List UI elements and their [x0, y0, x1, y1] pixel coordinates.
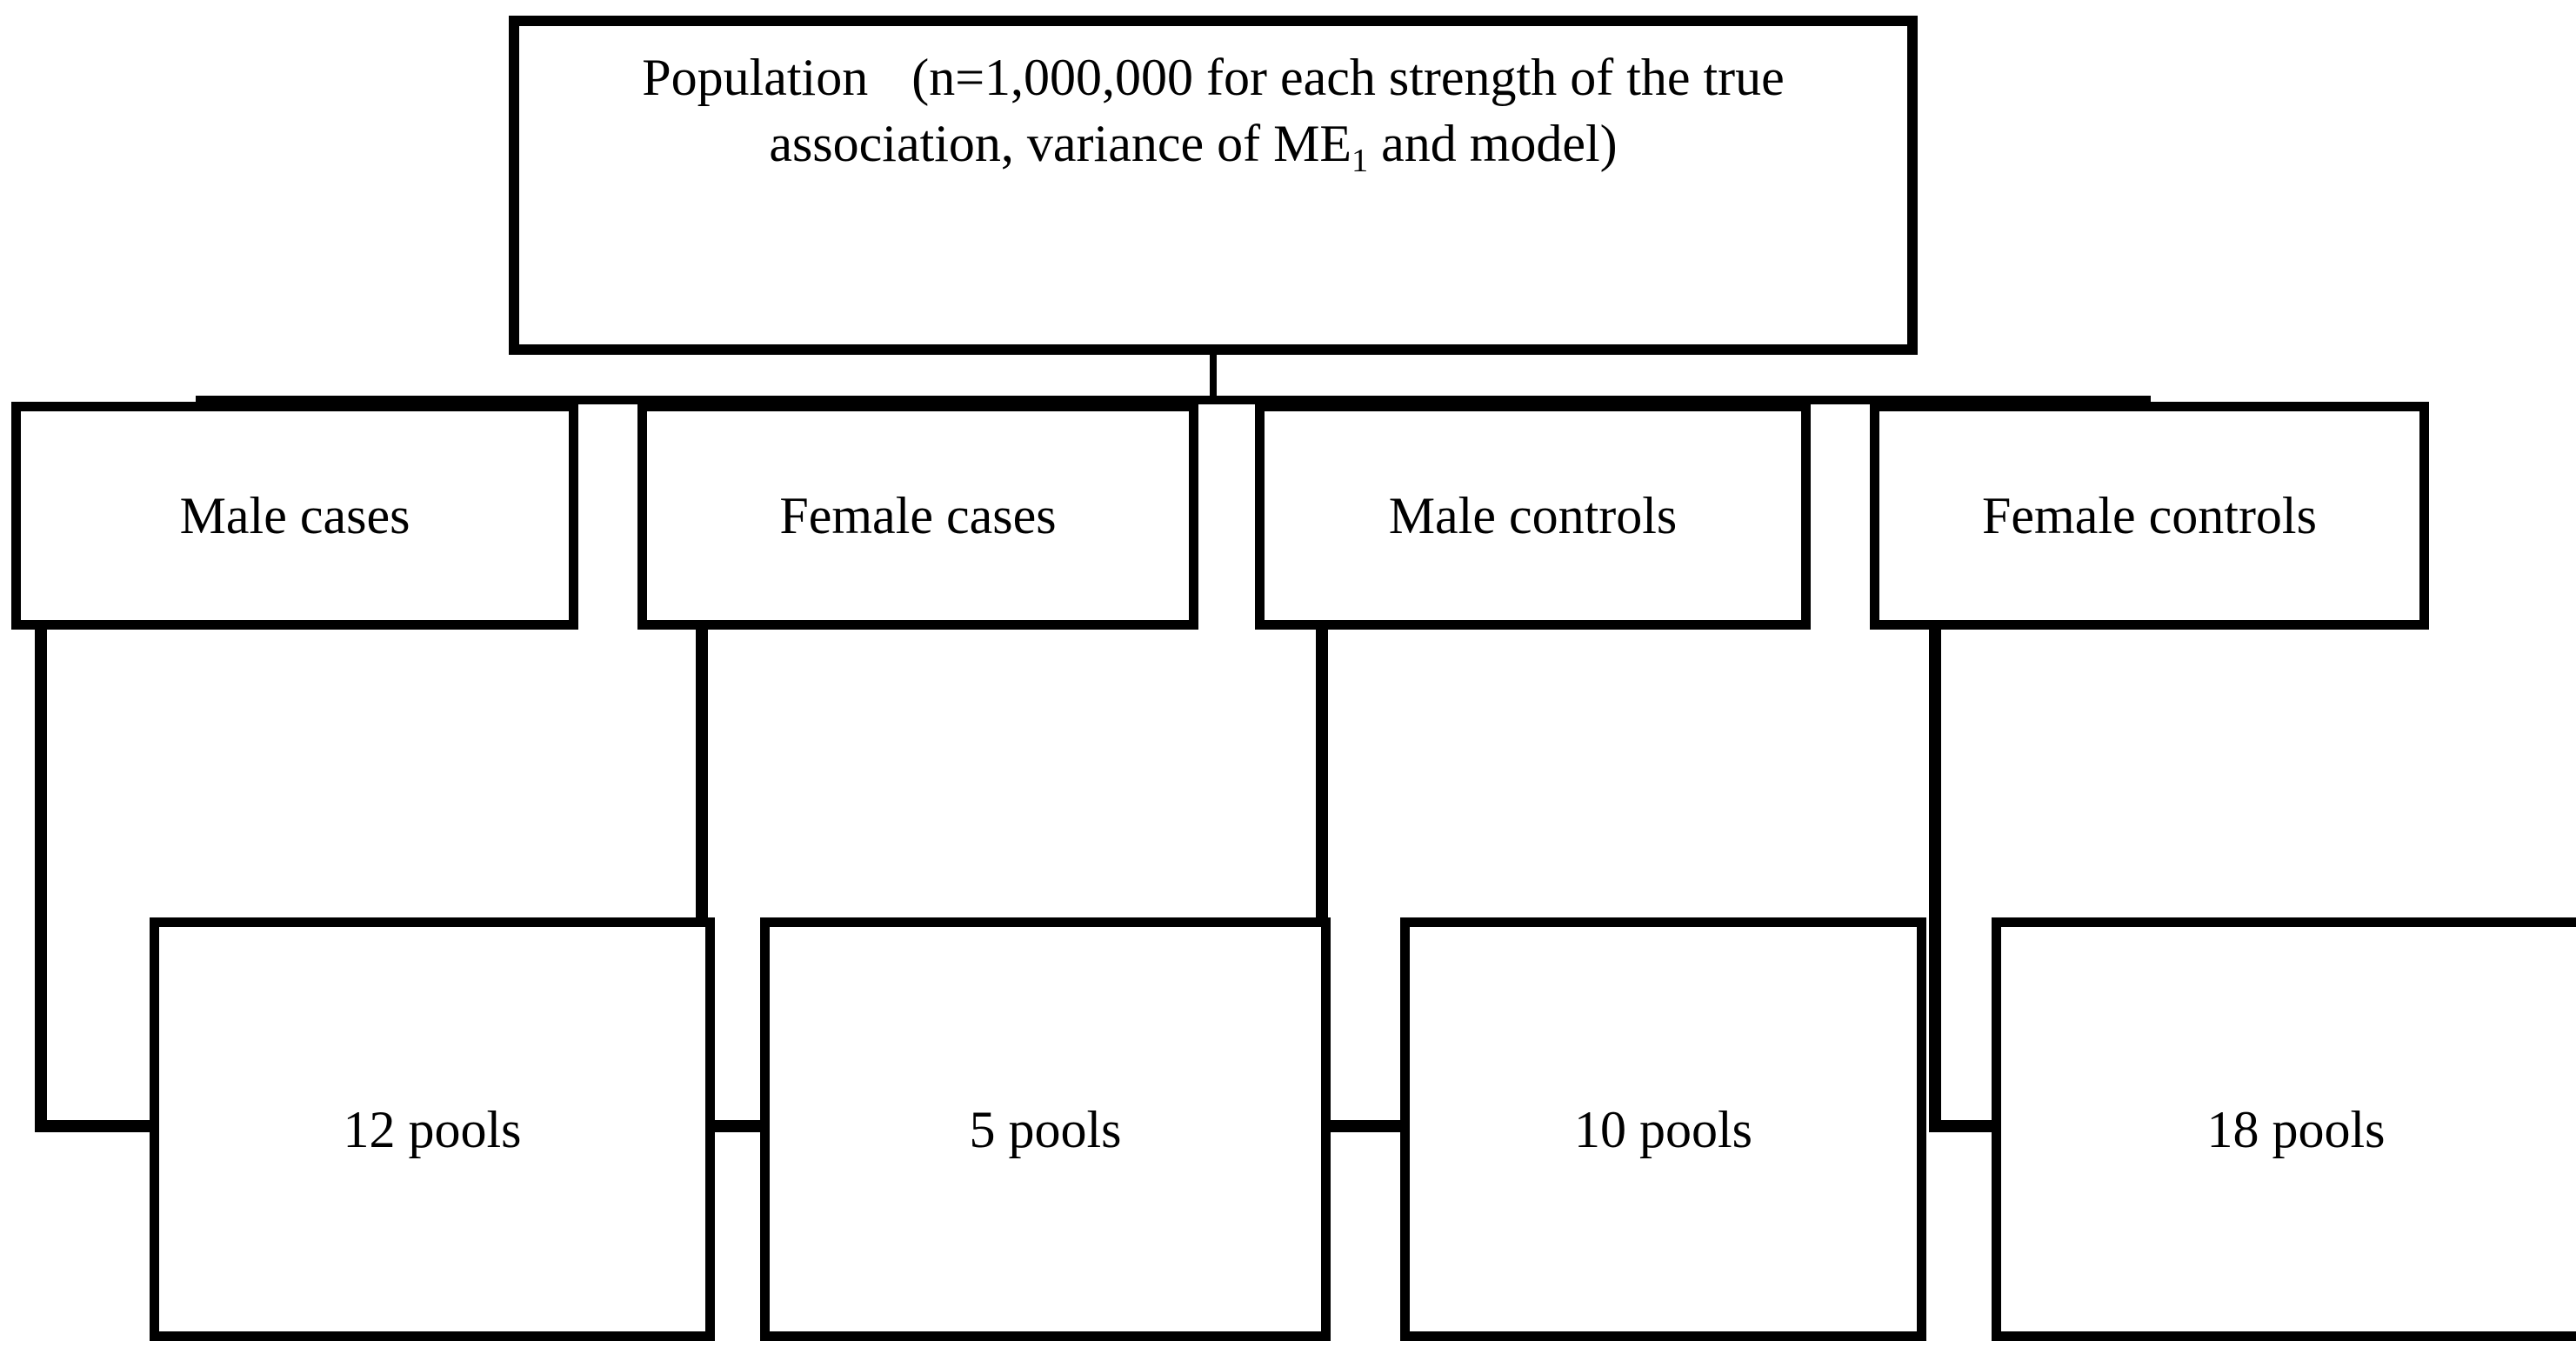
node-pools-female-cases-label: 5 pools: [969, 1100, 1122, 1158]
connector-drop-male-controls: [1532, 396, 1538, 406]
node-population: Population (n=1,000,000 for each strengt…: [509, 16, 1918, 355]
connector-female-controls-to-pools-horizontal: [1929, 1120, 2004, 1132]
node-male-cases-label: Male cases: [179, 487, 410, 544]
connector-drop-female-cases: [915, 396, 922, 406]
node-population-title: Population: [642, 49, 869, 106]
node-population-detail: (n=1,000,000 for each strength of the tr…: [769, 49, 1785, 179]
node-male-controls-label: Male controls: [1388, 487, 1678, 544]
connector-male-controls-to-pools-horizontal: [1316, 1120, 1411, 1132]
connector-population-to-bus: [1210, 355, 1217, 402]
node-male-controls: Male controls: [1255, 402, 1811, 630]
node-pools-female-controls-label: 18 pools: [2206, 1100, 2386, 1158]
node-female-controls: Female controls: [1870, 402, 2429, 630]
node-pools-male-cases: 12 pools: [150, 917, 715, 1341]
connector-drop-male-cases: [196, 396, 203, 406]
connector-female-cases-to-pools-horizontal: [696, 1120, 772, 1132]
node-population-detail-prefix: (n=1,000,000 for each strength of the tr…: [769, 49, 1785, 172]
node-female-cases-label: Female cases: [779, 487, 1057, 544]
node-pools-female-controls: 18 pools: [1992, 917, 2576, 1341]
connector-male-cases-to-pools-vertical: [35, 600, 47, 1132]
node-pools-female-cases: 5 pools: [760, 917, 1331, 1341]
node-female-controls-label: Female controls: [1982, 487, 2317, 544]
connector-male-cases-to-pools-horizontal: [35, 1120, 162, 1132]
node-population-content: Population (n=1,000,000 for each strengt…: [519, 45, 1907, 179]
node-male-cases: Male cases: [11, 402, 578, 630]
node-population-detail-suffix: and model): [1368, 114, 1618, 172]
connector-distribution-bar: [196, 396, 2151, 404]
node-female-cases: Female cases: [637, 402, 1198, 630]
node-pools-male-controls-label: 10 pools: [1573, 1100, 1753, 1158]
node-pools-male-controls: 10 pools: [1400, 917, 1926, 1341]
connector-drop-female-controls: [2144, 396, 2151, 406]
connector-female-controls-to-pools-vertical: [1929, 600, 1941, 1132]
node-population-detail-subscript: 1: [1351, 142, 1369, 179]
node-pools-male-cases-label: 12 pools: [343, 1100, 522, 1158]
